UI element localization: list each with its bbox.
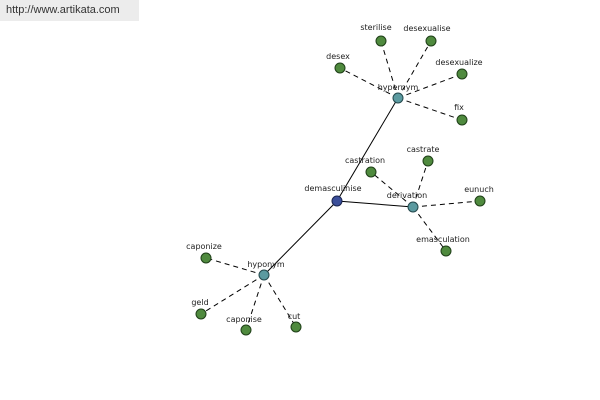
relation-node-hyponym[interactable] — [258, 269, 270, 281]
term-label-sterilise: sterilise — [360, 23, 391, 32]
term-node-eunuch[interactable] — [474, 195, 486, 207]
root-node[interactable] — [331, 195, 343, 207]
edge-derivation-castrate — [412, 160, 429, 208]
edge-hyponym-caponise — [245, 274, 265, 331]
term-node-emasculation[interactable] — [440, 245, 452, 257]
term-node-geld[interactable] — [195, 308, 207, 320]
edge-root-hypernym — [336, 97, 399, 202]
term-label-eunuch: eunuch — [464, 185, 494, 194]
relation-label-derivation: derivation — [387, 191, 427, 200]
term-node-sterilise[interactable] — [375, 35, 387, 47]
term-label-emasculation: emasculation — [416, 235, 470, 244]
edge-hyponym-caponize — [205, 257, 265, 276]
term-node-desexualize[interactable] — [456, 68, 468, 80]
edge-hypernym-desexualize — [397, 73, 463, 99]
relation-label-hypernym: hypernym — [378, 83, 419, 92]
term-label-fix: fix — [454, 103, 464, 112]
term-label-castration: castration — [345, 156, 385, 165]
term-node-cut[interactable] — [290, 321, 302, 333]
watermark-url: http://www.artikata.com — [0, 0, 139, 21]
term-label-caponise: caponise — [226, 315, 262, 324]
term-node-caponize[interactable] — [200, 252, 212, 264]
term-node-castrate[interactable] — [422, 155, 434, 167]
relation-node-derivation[interactable] — [407, 201, 419, 213]
edge-hypernym-fix — [397, 97, 463, 121]
relation-label-hyponym: hyponym — [247, 260, 285, 269]
root-label: demasculinise — [304, 184, 361, 193]
relation-node-hypernym[interactable] — [392, 92, 404, 104]
term-node-desexualise[interactable] — [425, 35, 437, 47]
edge-derivation-emasculation — [412, 206, 447, 252]
term-node-desex[interactable] — [334, 62, 346, 74]
term-label-desex: desex — [326, 52, 350, 61]
edge-hypernym-desex — [339, 67, 399, 99]
term-node-caponise[interactable] — [240, 324, 252, 336]
edge-hypernym-sterilise — [380, 40, 399, 99]
term-label-desexualize: desexualize — [435, 58, 482, 67]
edge-hypernym-desexualise — [397, 40, 432, 99]
edge-hyponym-geld — [200, 274, 265, 315]
edge-root-hyponym — [263, 200, 338, 276]
edge-root-derivation — [336, 200, 414, 208]
term-label-castrate: castrate — [407, 145, 440, 154]
edge-derivation-eunuch — [412, 200, 481, 208]
edge-derivation-castration — [370, 171, 414, 208]
term-node-fix[interactable] — [456, 114, 468, 126]
term-label-caponize: caponize — [186, 242, 222, 251]
graph-nodes: sterilise desexualise desex desexualize fix c… — [186, 23, 494, 336]
term-node-castration[interactable] — [365, 166, 377, 178]
term-label-geld: geld — [191, 298, 208, 307]
term-label-desexualise: desexualise — [403, 24, 450, 33]
graph-edges — [200, 40, 481, 331]
edge-hyponym-cut — [263, 274, 297, 328]
term-label-cut: cut — [288, 312, 301, 321]
